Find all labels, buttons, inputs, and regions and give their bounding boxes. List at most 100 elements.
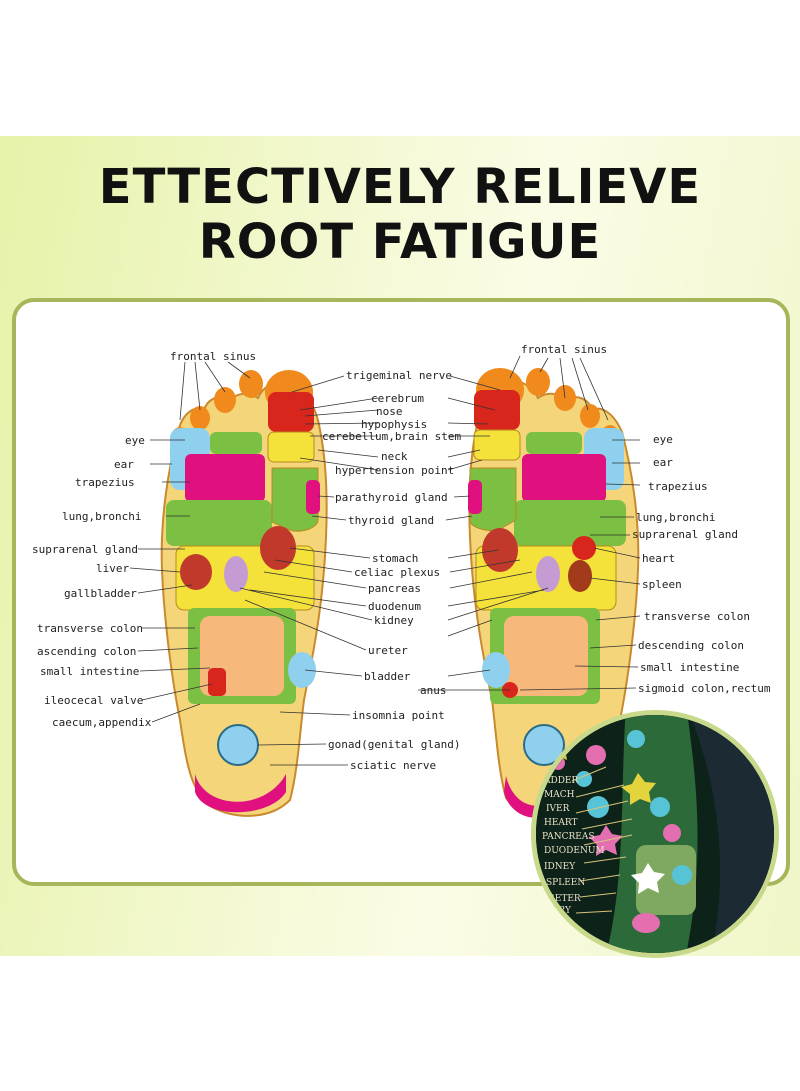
mat-lines (571, 766, 633, 914)
left-sciatic (195, 774, 286, 813)
label-anus: anus (420, 684, 447, 697)
label-suprarenal-left: suprarenal gland (32, 543, 138, 556)
right-labels: frontal sinus eye ear trapezius lung,bro… (521, 343, 771, 695)
label-gonad: gonad(genital gland) (328, 738, 460, 751)
label-suprarenal-right: suprarenal gland (632, 528, 738, 541)
mat-text-5: DUODENUM (544, 846, 605, 856)
label-stomach: stomach (372, 552, 418, 565)
label-celiac-plexus: celiac plexus (354, 566, 440, 579)
center-labels: trigeminal nerve cerebrum nose hypophysi… (322, 369, 461, 772)
label-descending-colon-right: descending colon (638, 639, 744, 652)
label-eye-left: eye (125, 434, 145, 447)
right-small-intestine (504, 616, 588, 696)
left-parathyroid-zone (306, 480, 320, 514)
left-brain-zone (268, 392, 314, 432)
mat-text-6: IDNEY (544, 862, 576, 872)
label-gallbladder-left: gallbladder (64, 587, 137, 600)
label-pancreas: pancreas (368, 582, 421, 595)
page-title: ETTECTIVELY RELIEVE ROOT FATIGUE (0, 160, 800, 270)
label-sciatic-nerve: sciatic nerve (350, 759, 436, 772)
label-heart-right: heart (642, 552, 675, 565)
label-small-intestine-right: small intestine (640, 661, 739, 674)
left-liver (180, 554, 212, 590)
label-cerebellum: cerebellum,brain stem (322, 430, 461, 443)
left-ileocecal (208, 668, 226, 696)
label-sigmoid-colon-right: sigmoid colon,rectum (638, 682, 771, 695)
label-hypertension-point: hypertension point (335, 464, 454, 477)
right-parathyroid-zone (468, 480, 482, 514)
label-kidney: kidney (374, 614, 414, 627)
right-brain-zone (474, 390, 520, 430)
label-trapezius-left: trapezius (75, 476, 135, 489)
mat-zone (636, 845, 696, 915)
label-lung-left: lung,bronchi (62, 510, 141, 523)
right-lung-zone (514, 500, 626, 546)
label-trapezius-right: trapezius (648, 480, 708, 493)
label-small-intestine-left: small intestine (40, 665, 139, 678)
left-trapezius-zone (185, 454, 265, 502)
right-eye-patch (526, 432, 582, 454)
label-hypophysis: hypophysis (361, 418, 427, 431)
mat-edge (690, 715, 774, 953)
label-neck: neck (381, 450, 408, 463)
label-ileocecal-left: ileocecal valve (44, 694, 143, 707)
right-toe-4 (580, 404, 600, 428)
left-stomach (260, 526, 296, 570)
right-foot (468, 368, 640, 818)
mat-text-1: MACH (544, 790, 575, 800)
label-eye-right: eye (653, 433, 673, 446)
right-bladder (482, 652, 510, 688)
right-toe-2 (526, 368, 550, 396)
mat-text-3: HEART (544, 818, 578, 828)
left-foot (160, 370, 328, 817)
left-toe-3 (214, 387, 236, 413)
label-spleen-right: spleen (642, 578, 682, 591)
label-liver-left: liver (96, 562, 129, 575)
title-line-1: ETTECTIVELY RELIEVE (98, 159, 702, 215)
label-trigeminal-nerve: trigeminal nerve (346, 369, 452, 382)
label-frontal-sinus-right: frontal sinus (521, 343, 607, 356)
left-bladder (288, 652, 316, 688)
right-stomach (482, 528, 518, 572)
left-kidney (224, 556, 248, 592)
label-ear-left: ear (114, 458, 134, 471)
leader-lines (129, 355, 641, 766)
left-toe-2 (239, 370, 263, 398)
title-line-2: ROOT FATIGUE (198, 214, 602, 270)
left-gonad (217, 724, 259, 766)
right-heart (572, 536, 596, 560)
label-parathyroid-gland: parathyroid gland (335, 491, 448, 504)
right-kidney (536, 556, 560, 592)
mat-text-7: SPLEEN (546, 878, 585, 888)
label-ascending-colon-left: ascending colon (37, 645, 136, 658)
mat-text-0: ADDER (543, 776, 579, 786)
left-labels: frontal sinus eye ear trapezius lung,bro… (32, 350, 256, 729)
label-bladder: bladder (364, 670, 411, 683)
mat-detail-svg: ADDER MACH IVER HEART PANCREAS DUODENUM … (536, 715, 774, 953)
left-lung-zone (166, 500, 272, 546)
mat-text-2: IVER (546, 804, 570, 814)
right-spleen (568, 560, 592, 592)
right-gonad (523, 724, 565, 766)
left-eye-patch (210, 432, 262, 454)
label-lung-right: lung,bronchi (636, 511, 715, 524)
right-neck-zone (473, 429, 521, 461)
mat-text-8: RETER (548, 894, 581, 904)
mat-text: ADDER MACH IVER HEART PANCREAS DUODENUM … (542, 776, 605, 916)
left-toe-4 (190, 406, 210, 430)
label-ureter: ureter (368, 644, 408, 657)
mat-text-4: PANCREAS (542, 832, 595, 842)
label-caecum-left: caecum,appendix (52, 716, 152, 729)
right-trapezius-zone (522, 454, 606, 502)
label-thyroid-gland: thyroid gland (348, 514, 434, 527)
label-transverse-colon-right: transverse colon (644, 610, 750, 623)
label-cerebrum: cerebrum (371, 392, 424, 405)
label-transverse-colon-left: transverse colon (37, 622, 143, 635)
label-duodenum: duodenum (368, 600, 421, 613)
mat-detail-inset: ADDER MACH IVER HEART PANCREAS DUODENUM … (531, 710, 779, 958)
label-ear-right: ear (653, 456, 673, 469)
label-nose: nose (376, 405, 403, 418)
left-neck-zone (267, 431, 315, 463)
label-frontal-sinus-left: frontal sinus (170, 350, 256, 363)
